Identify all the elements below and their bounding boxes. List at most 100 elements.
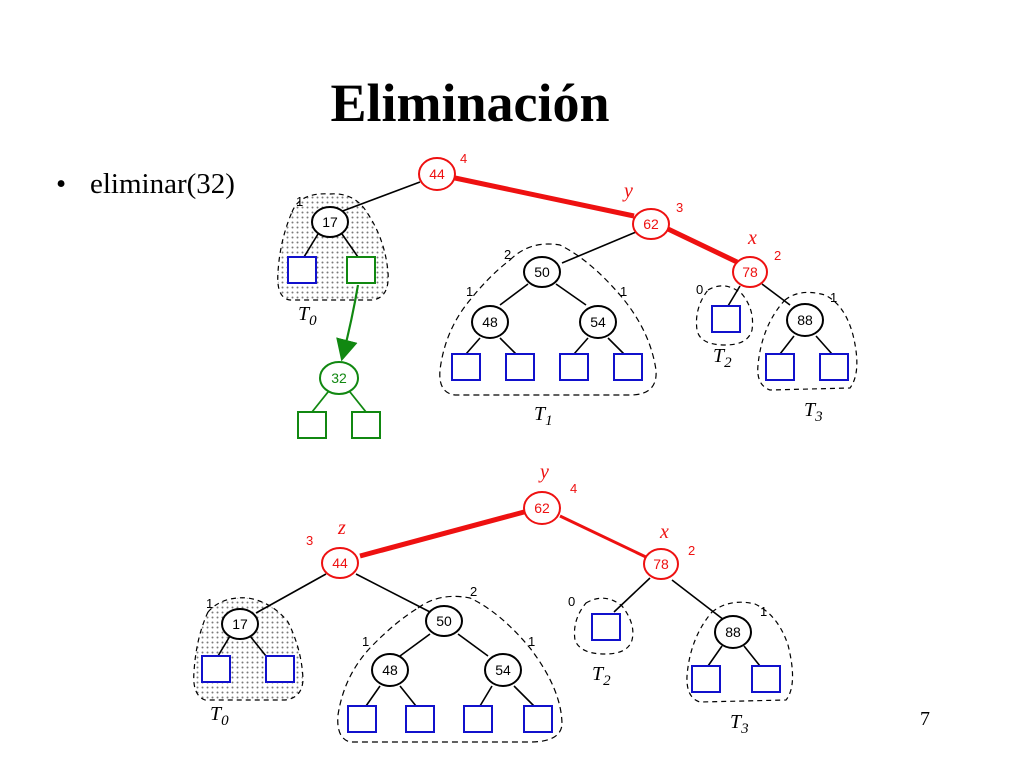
node-88 (786, 303, 824, 337)
node-32 (319, 361, 359, 395)
node-48-height: 1 (466, 284, 473, 299)
subtree-outline-big (337, 595, 563, 743)
node-88-key: 88 (797, 312, 813, 328)
edge-88-r (815, 335, 833, 355)
node-78-key: 78 (742, 264, 758, 280)
leaf-box (819, 353, 849, 381)
edge-32-r (349, 391, 367, 413)
leaf-box (691, 665, 721, 693)
node-50 (523, 256, 561, 288)
node-78 (643, 548, 679, 580)
leaf-box (287, 256, 317, 284)
node-62-height: 3 (676, 200, 683, 215)
node-44-height: 4 (460, 151, 467, 166)
node-17 (221, 608, 259, 640)
node-78-label: x (747, 227, 757, 249)
leaf-box (405, 705, 435, 733)
subtree-label-t1: T1 (534, 403, 553, 429)
edge-44-62 (454, 175, 635, 219)
slide-title: Eliminación (330, 73, 610, 133)
move-arrow (336, 284, 360, 362)
edge-44-50 (355, 573, 431, 613)
edge-54-l (479, 685, 493, 707)
leaf-box (765, 353, 795, 381)
subtree-label-t0: T0 (298, 303, 317, 329)
node-50 (425, 605, 463, 637)
leaf-box (451, 353, 481, 381)
node-17-height: 1 (296, 194, 303, 209)
edge-78-leaf (727, 285, 741, 307)
node-62-key: 62 (534, 500, 550, 516)
node-54 (579, 305, 617, 339)
subtree-outline-t2 (695, 285, 754, 346)
node-32-key: 32 (331, 370, 347, 386)
leaf-box (711, 305, 741, 333)
node-50-height: 2 (504, 247, 511, 262)
edge-48-l (365, 685, 381, 707)
leaf-box (523, 705, 553, 733)
edge-17-r (249, 635, 267, 657)
node-78 (732, 256, 768, 288)
edge-54-l (573, 337, 589, 355)
leaf-box-green (297, 411, 327, 439)
edge-88-l (707, 645, 723, 667)
edge-44-17 (339, 181, 421, 213)
edge-17-right (341, 233, 359, 258)
node-17-height: 1 (206, 596, 213, 611)
node-44-key: 44 (429, 166, 445, 182)
edge-50-48 (499, 283, 529, 306)
node-48-key: 48 (382, 662, 398, 678)
node-50-key: 50 (534, 264, 550, 280)
edge-78-88 (761, 283, 791, 306)
leaf-box (559, 353, 589, 381)
node-54-key: 54 (495, 662, 511, 678)
edge-54-r (513, 685, 535, 707)
subtree-label-t3: T3 (804, 399, 823, 425)
edge-62-78 (666, 226, 739, 265)
edge-50-54 (555, 283, 587, 306)
node-48-key: 48 (482, 314, 498, 330)
node-17-key: 17 (322, 214, 338, 230)
leaf-box (613, 353, 643, 381)
edge-78-leaf (613, 577, 651, 613)
leaf-box-green (351, 411, 381, 439)
node-88-key: 88 (725, 624, 741, 640)
node-62 (523, 491, 561, 525)
leaf-box (265, 655, 295, 683)
node-54-height: 1 (528, 634, 535, 649)
edge-62-78 (559, 514, 649, 560)
bullet-text: eliminar(32) (90, 168, 235, 200)
edge-32-l (311, 391, 329, 413)
bullet-item: •eliminar(32) (56, 168, 235, 201)
node-44-label: z (337, 517, 346, 539)
node-54-key: 54 (590, 314, 606, 330)
leaf-box (505, 353, 535, 381)
node-44-height: 3 (306, 533, 313, 548)
edge-78-88 (671, 579, 725, 621)
tree-after: 62 4 y 44 3 z 78 2 x 17 1 50 2 48 1 54 1… (193, 461, 794, 743)
node-48-height: 1 (362, 634, 369, 649)
node-62-height: 4 (570, 481, 577, 496)
node-78-height: 2 (688, 543, 695, 558)
leaf-box (751, 665, 781, 693)
node-54 (484, 653, 522, 687)
edge-62-50 (561, 231, 637, 264)
leaf-box (591, 613, 621, 641)
edge-48-l (465, 337, 481, 355)
subtree-label-t3: T3 (730, 711, 749, 737)
subtree-label-t2: T2 (592, 663, 611, 689)
node-78-height: 2 (774, 248, 781, 263)
leaf-box (463, 705, 493, 733)
edge-44-17 (255, 573, 327, 614)
subtree-label-t0: T0 (210, 703, 229, 729)
node-17 (311, 206, 349, 238)
node-44 (321, 547, 359, 579)
node-78-key: 78 (653, 556, 669, 572)
node-78-label: x (659, 521, 669, 543)
edge-48-r (499, 337, 517, 355)
node-17-key: 17 (232, 616, 248, 632)
subtree-label-t2: T2 (713, 345, 732, 371)
tree-before: 44 4 17 1 62 3 y 50 2 78 2 x 48 1 54 1 8… (277, 151, 858, 439)
node-48 (371, 653, 409, 687)
